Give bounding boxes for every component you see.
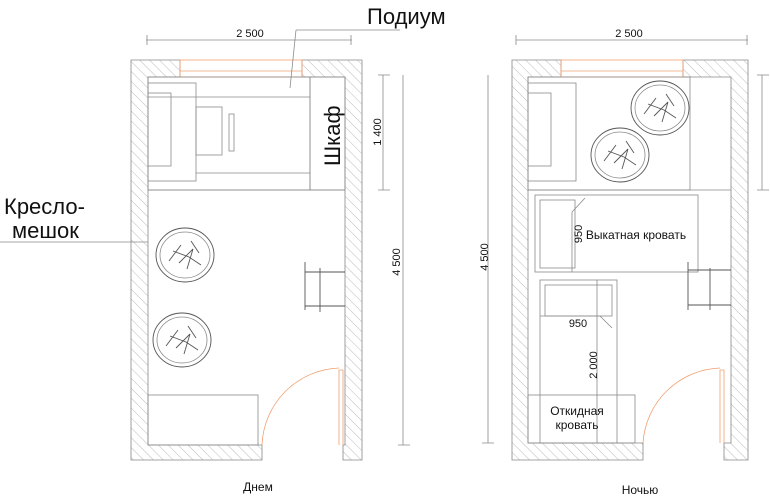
- dim-width-right: 2 500: [615, 28, 643, 40]
- door: [261, 367, 344, 446]
- fold-bed-cabinet: [527, 394, 636, 444]
- shelf: [687, 262, 731, 310]
- label-fold-bed-2: кровать: [556, 418, 599, 432]
- dim-length-right: 4 500: [479, 243, 491, 271]
- dim-fold-length: 2 000: [588, 351, 600, 379]
- dim-width-left: 2 500: [236, 28, 264, 40]
- dim-zone-depth: 1 400: [372, 118, 384, 146]
- plan-day: Подиум Кресло- мешок Шкаф 2 500 1 400 4 …: [0, 4, 446, 494]
- bench: [147, 394, 259, 446]
- label-beanbag-2: мешок: [12, 218, 79, 243]
- bean-bag-1: [155, 227, 215, 283]
- caption-day: Днем: [243, 480, 273, 494]
- rollout-bed: [534, 194, 699, 273]
- chair: [195, 106, 223, 156]
- label-fold-bed-1: Откидная: [550, 404, 604, 418]
- window: [560, 59, 684, 78]
- dim-length-left: 4 500: [391, 248, 403, 276]
- label-wardrobe: Шкаф: [320, 105, 345, 166]
- bean-bag-2: [152, 312, 212, 368]
- podium-leader: [289, 29, 297, 89]
- label-beanbag-1: Кресло-: [4, 194, 85, 219]
- bean-bag-1: [630, 80, 690, 136]
- bean-bag-2: [590, 127, 650, 183]
- dim-rollout-width: 950: [573, 225, 585, 243]
- label-podium: Подиум: [367, 4, 446, 29]
- door: [642, 367, 725, 444]
- window: [179, 59, 303, 78]
- dim-fold-width: 950: [569, 318, 587, 330]
- walls: [511, 59, 749, 461]
- plan-night: 950 Выкатная кровать 950 2 000 Откидная …: [479, 28, 769, 497]
- shelf: [304, 262, 345, 312]
- caption-night: Ночью: [622, 483, 659, 497]
- wardrobe: [309, 76, 346, 191]
- label-rollout-bed: Выкатная кровать: [586, 228, 686, 242]
